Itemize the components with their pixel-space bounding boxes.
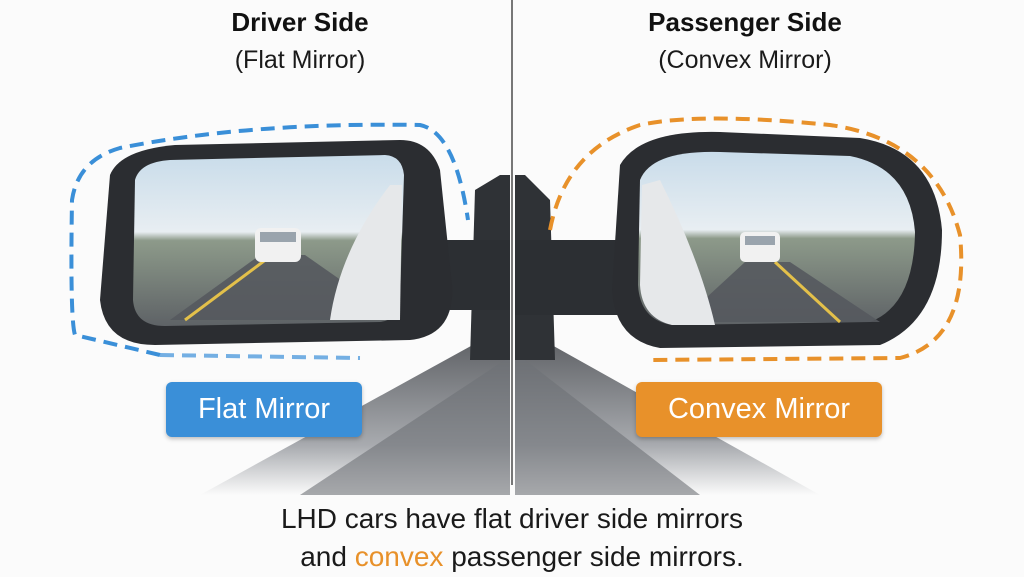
caption-line-2: and convex passenger side mirrors.: [150, 538, 874, 576]
driver-side-header: Driver Side (Flat Mirror): [150, 6, 450, 76]
caption-highlight-convex: convex: [354, 541, 444, 572]
convex-mirror-badge: Convex Mirror: [636, 382, 882, 437]
flat-mirror-outline: [69, 122, 470, 357]
caption: LHD cars have flat driver side mirrors a…: [150, 500, 874, 576]
passenger-side-title: Passenger Side: [648, 7, 842, 37]
convex-mirror-outline: [548, 116, 964, 362]
passenger-side-header: Passenger Side (Convex Mirror): [580, 6, 910, 76]
caption-line-2-prefix: and: [300, 541, 355, 572]
caption-line-1: LHD cars have flat driver side mirrors: [280, 503, 744, 534]
center-divider: [511, 0, 513, 485]
flat-mirror-badge: Flat Mirror: [166, 382, 362, 437]
passenger-side-subtitle: (Convex Mirror): [658, 46, 832, 74]
caption-line-2-suffix: passenger side mirrors.: [443, 541, 744, 572]
driver-side-title: Driver Side: [231, 7, 369, 37]
flat-mirror: [100, 140, 453, 345]
driver-side-subtitle: (Flat Mirror): [234, 46, 366, 74]
convex-mirror: [612, 131, 942, 348]
